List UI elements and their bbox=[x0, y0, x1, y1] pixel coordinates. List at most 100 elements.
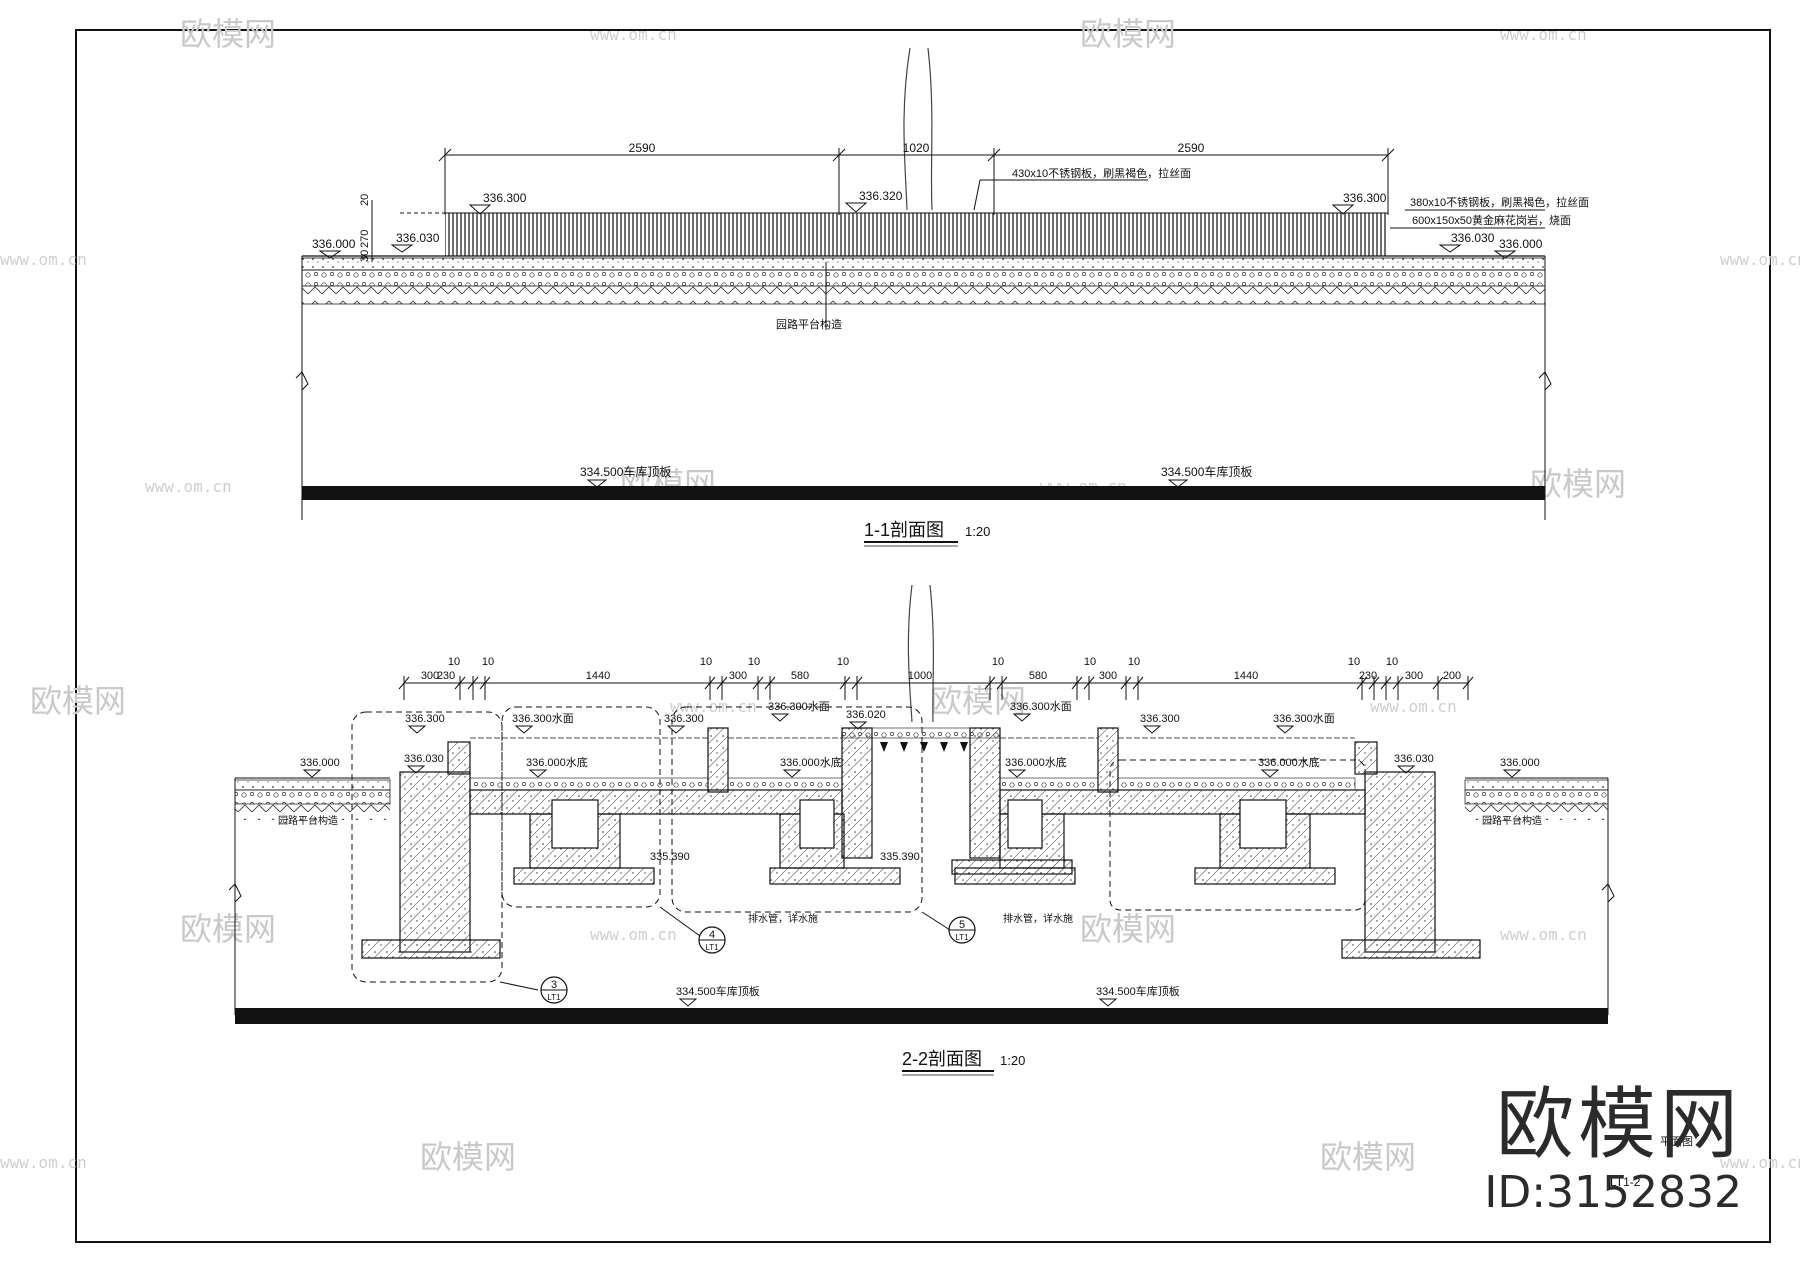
s2-elev-top-4: 336.300水面 bbox=[768, 700, 830, 713]
s1-note-4: 园路平台构造 bbox=[776, 317, 842, 331]
s1-dim-1: 2590 bbox=[629, 141, 656, 155]
watermark-url-12: www.om.cn bbox=[1720, 1153, 1800, 1172]
s2-dim-8: 10 bbox=[748, 656, 760, 668]
s2-dim-15: 300 bbox=[1099, 670, 1117, 682]
s2-dim-11: 1000 bbox=[908, 670, 932, 682]
s2-dim-9: 580 bbox=[791, 670, 809, 682]
s2-elev-mid-3: 336.000水底 bbox=[526, 755, 588, 769]
s2-elev-top-8: 336.300水面 bbox=[1273, 712, 1335, 725]
watermark-brand-1: 欧模网 bbox=[180, 15, 276, 53]
watermark-brand-4: 欧模网 bbox=[1530, 465, 1626, 503]
s2-dim-16: 10 bbox=[1128, 656, 1140, 668]
s1-elev-6: 336.030 bbox=[1451, 231, 1495, 245]
s2-dim-10: 10 bbox=[837, 656, 849, 668]
s2-dim-14: 10 bbox=[1084, 656, 1096, 668]
s2-base-2: 334.500车库顶板 bbox=[1096, 984, 1180, 998]
s2-dim-5: 1440 bbox=[586, 670, 610, 682]
s2-dim-21: 300 bbox=[1405, 670, 1423, 682]
watermark-brand-7: 欧模网 bbox=[180, 910, 276, 948]
s2-note-4: 排水管，详水施 bbox=[1003, 912, 1073, 925]
watermark-brand-10: 欧模网 bbox=[1320, 1138, 1416, 1176]
sheet-border bbox=[75, 29, 1771, 1243]
callout-sheet: LT1 bbox=[955, 933, 969, 942]
s2-structure bbox=[361, 727, 1481, 959]
s1-elev-5: 336.030 bbox=[396, 231, 440, 245]
section-2-2: 3001023010144010300105801010001058010300… bbox=[228, 584, 1615, 1076]
s2-elev-mid-7: 336.030 bbox=[1394, 753, 1434, 765]
watermark-url-1: www.om.cn bbox=[590, 25, 677, 44]
s1-elev-2: 336.320 bbox=[859, 189, 903, 203]
s2-elev-mid-2: 336.030 bbox=[404, 753, 444, 765]
callout-sheet: LT1 bbox=[705, 943, 719, 952]
brand-stamp: 欧模网 ID:3152832 bbox=[1484, 1082, 1742, 1218]
s2-dim-3: 230 bbox=[437, 670, 455, 682]
s1-slab bbox=[302, 486, 1545, 500]
s2-elev-mid-4: 336.000水底 bbox=[780, 755, 842, 769]
s2-note-3: 排水管，详水施 bbox=[748, 912, 818, 925]
s2-elev-mid-1: 336.000 bbox=[300, 757, 340, 769]
s2-dim-17: 1440 bbox=[1234, 670, 1258, 682]
watermark-url-8: www.om.cn bbox=[1370, 697, 1457, 716]
s1-ldim-2: 270 bbox=[359, 230, 371, 248]
watermark-url-11: www.om.cn bbox=[0, 1153, 87, 1172]
s2-dim-13: 580 bbox=[1029, 670, 1047, 682]
s1-dim-3: 2590 bbox=[1178, 141, 1205, 155]
brand-id: ID:3152832 bbox=[1484, 1167, 1742, 1218]
s2-elev-top-7: 336.300 bbox=[1140, 713, 1180, 725]
watermark-brand-8: 欧模网 bbox=[1080, 910, 1176, 948]
s2-dim-18: 10 bbox=[1348, 656, 1360, 668]
watermark-url-4: www.om.cn bbox=[1720, 250, 1800, 269]
s2-elev-top-2: 336.300水面 bbox=[512, 712, 574, 725]
s2-note-2: 园路平台构造 bbox=[1482, 814, 1542, 827]
callout-number: 4 bbox=[709, 929, 715, 941]
s1-note-1: 430x10不锈钢板，刷黑褐色，拉丝面 bbox=[1012, 166, 1191, 180]
watermark-brand-5: 欧模网 bbox=[30, 682, 126, 720]
callout-sheet: LT1 bbox=[547, 993, 561, 1002]
s2-dim-22: 200 bbox=[1443, 670, 1461, 682]
s2-base-1: 334.500车库顶板 bbox=[676, 984, 760, 998]
s1-dim-2: 1020 bbox=[903, 141, 930, 155]
s2-note-1: 园路平台构造 bbox=[278, 814, 338, 827]
s2-elev-top-1: 336.300 bbox=[405, 713, 445, 725]
s1-elev-1: 336.300 bbox=[483, 191, 527, 205]
s2-dim-6: 10 bbox=[700, 656, 712, 668]
s2-elev-mid-6: 336.000水底 bbox=[1258, 755, 1320, 769]
s1-elev-3: 336.300 bbox=[1343, 191, 1387, 205]
s1-note-3: 600x150x50黄金麻花岗岩，烧面 bbox=[1412, 213, 1571, 227]
s2-elev-top-3: 336.300 bbox=[664, 713, 704, 725]
sheet-label: 平面图 bbox=[1660, 1135, 1693, 1148]
watermark-brand-2: 欧模网 bbox=[1080, 15, 1176, 53]
s2-title: 2-2剖面图 bbox=[902, 1049, 982, 1069]
s2-elev-mid-5: 336.000水底 bbox=[1005, 755, 1067, 769]
s2-scale: 1:20 bbox=[1000, 1053, 1025, 1068]
s1-title: 1-1剖面图 bbox=[864, 520, 944, 540]
watermark-brand-6: 欧模网 bbox=[930, 682, 1026, 720]
s1-scale: 1:20 bbox=[965, 524, 990, 539]
s1-elevations: 336.300 336.320 336.300 336.000 336.030 … bbox=[312, 189, 1543, 259]
s2-elev-top-5: 336.020 bbox=[846, 709, 886, 721]
section-1-1: 2590 1020 2590 20 270 30 336.300 336.320… bbox=[295, 47, 1589, 547]
s2-elev-low-1: 335.390 bbox=[650, 851, 690, 863]
s2-dim-7: 300 bbox=[729, 670, 747, 682]
watermark-url-3: www.om.cn bbox=[0, 250, 87, 269]
brand-name: 欧模网 bbox=[1495, 1080, 1742, 1170]
watermark-url-10: www.om.cn bbox=[1500, 925, 1587, 944]
watermark-brand-9: 欧模网 bbox=[420, 1138, 516, 1176]
s2-dim-12: 10 bbox=[992, 656, 1004, 668]
s1-base-2: 334.500车库顶板 bbox=[1161, 464, 1252, 479]
s2-elev-top-6: 336.300水面 bbox=[1010, 700, 1072, 713]
s1-ldim-1: 20 bbox=[359, 194, 371, 206]
s1-elev-7: 336.000 bbox=[1499, 237, 1543, 251]
s2-dim-4: 10 bbox=[482, 656, 494, 668]
s2-elev-mid-8: 336.000 bbox=[1500, 757, 1540, 769]
watermark-url-7: www.om.cn bbox=[670, 697, 757, 716]
s2-dim-1: 300 bbox=[421, 670, 439, 682]
watermark-url-2: www.om.cn bbox=[1500, 25, 1587, 44]
s2-slab bbox=[235, 1008, 1608, 1024]
s1-elev-4: 336.000 bbox=[312, 237, 356, 251]
watermark-url-9: www.om.cn bbox=[590, 925, 677, 944]
